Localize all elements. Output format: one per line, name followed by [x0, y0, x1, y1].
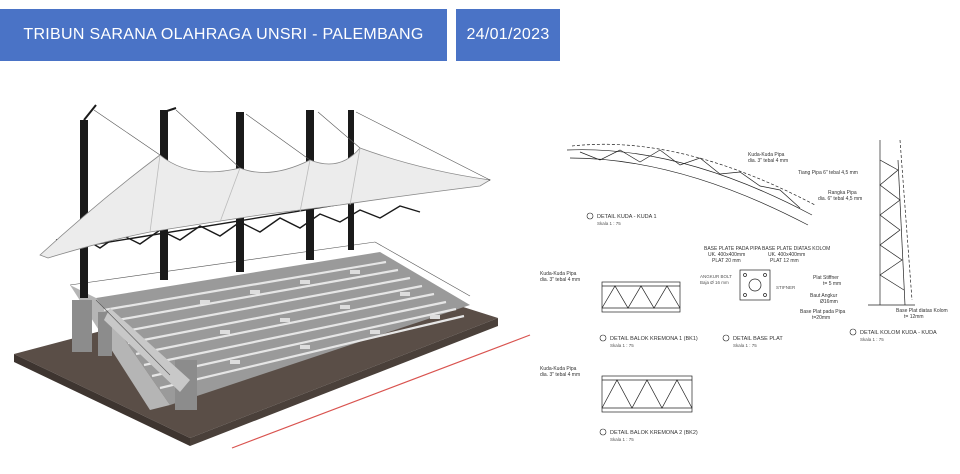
bp-label-2: UK. 400x400mm — [708, 252, 745, 258]
column-scale: Skala 1 : 75 — [860, 337, 884, 342]
guide-line — [231, 334, 531, 449]
bk1-label-2: dia. 3" tebal 4 mm — [540, 277, 580, 283]
bp-label-4: BASE PLATE DIATAS KOLOM — [762, 246, 830, 252]
date-banner: 24/01/2023 — [456, 9, 560, 61]
bp-scale: Skala 1 : 75 — [733, 343, 757, 348]
kremona1-detail — [601, 281, 681, 313]
bp-label-1: BASE PLATE PADA PIPA — [704, 246, 762, 252]
bk1-scale: Skala 1 : 75 — [610, 343, 634, 348]
kremona2-detail — [601, 375, 693, 413]
bp-label-9: STIFNER — [776, 285, 796, 290]
column-label-3: dia. 6" tebal 4,5 mm — [818, 196, 862, 202]
truss-caption: DETAIL KUDA - KUDA 1 — [597, 214, 657, 220]
bp-label-8: Baja Ø 16 mm — [700, 280, 729, 285]
column-caption: DETAIL KOLOM KUDA - KUDA — [860, 330, 937, 336]
column-label-10: Base Plat diatas Kolom — [896, 308, 948, 314]
masts — [83, 104, 177, 121]
column-detail — [868, 139, 915, 306]
bp-caption: DETAIL BASE PLAT — [733, 336, 783, 342]
page-title: TRIBUN SARANA OLAHRAGA UNSRI - PALEMBANG — [23, 26, 424, 43]
bk2-caption: DETAIL BALOK KREMONA 2 (BK2) — [610, 430, 698, 436]
column-label-1: Tiang Pipa 6" tebal 4,5 mm — [798, 170, 858, 176]
column-label-11: t= 12mm — [904, 314, 924, 320]
column-label-7: Ø16mm — [820, 299, 838, 305]
bk2-label-2: dia. 3" tebal 4 mm — [540, 372, 580, 378]
bp-label-7: ANGKUR BOLT — [700, 274, 732, 279]
column-label-9: t=20mm — [812, 315, 830, 321]
bp-label-6: PLAT 12 mm — [770, 258, 799, 264]
truss-scale: Skala 1 : 75 — [597, 221, 621, 226]
cables — [93, 109, 491, 181]
cad-drawings: Kuda-Kuda Pipa dia. 3" tebal 4 mm DETAIL… — [540, 139, 948, 442]
title-banner: TRIBUN SARANA OLAHRAGA UNSRI - PALEMBANG — [0, 9, 447, 61]
truss-label-1: Kuda-Kuda Pipa — [748, 152, 785, 158]
date-label: 24/01/2023 — [466, 26, 550, 43]
truss-label-2: dia. 3" tebal 4 mm — [748, 158, 788, 164]
base-plate-detail — [739, 269, 771, 301]
column-label-6: Baut Angkur — [810, 293, 838, 299]
truss-detail — [566, 143, 816, 226]
bp-label-5: UK. 400x400mm — [768, 252, 805, 258]
membrane-roof — [39, 147, 492, 259]
bk2-scale: Skala 1 : 75 — [610, 437, 634, 442]
bk1-label-1: Kuda-Kuda Pipa — [540, 271, 577, 277]
bp-label-3: PLAT 20 mm — [712, 258, 741, 264]
column-label-2: Rangka Pipa — [828, 190, 857, 196]
grandstand-render — [14, 104, 531, 449]
column-label-4: Plat Stiffner — [813, 275, 839, 281]
bk2-label-1: Kuda-Kuda Pipa — [540, 366, 577, 372]
bk1-caption: DETAIL BALOK KREMONA 1 (BK1) — [610, 336, 698, 342]
column-label-5: t= 5 mm — [823, 281, 841, 287]
column-label-8: Base Plat pada Pipa — [800, 309, 846, 315]
railing — [69, 241, 471, 376]
seating-tiers — [70, 252, 470, 410]
